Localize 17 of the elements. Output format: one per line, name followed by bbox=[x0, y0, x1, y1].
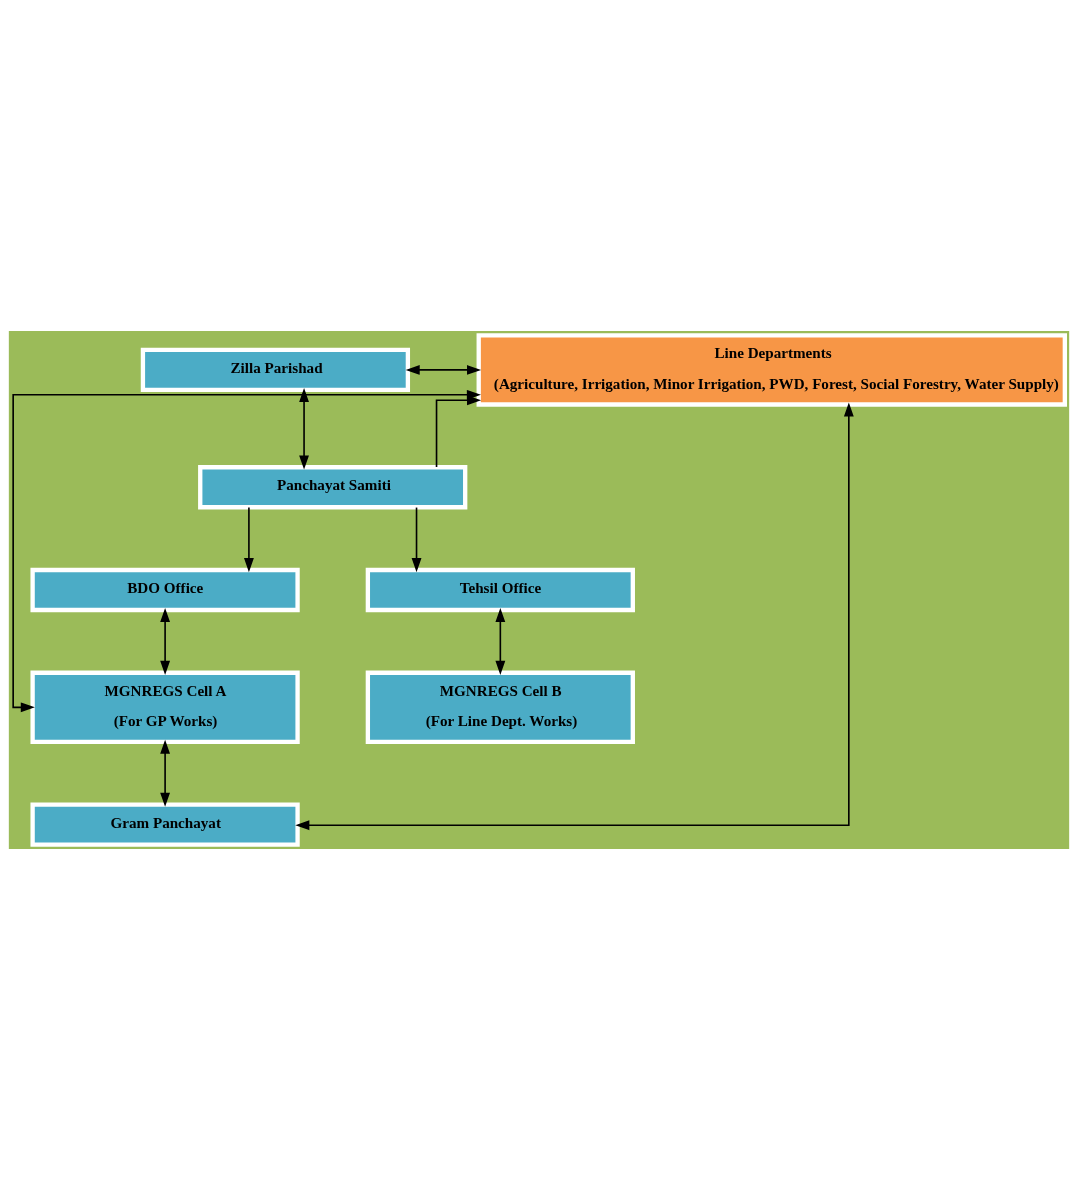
node-box: Tehsil Office bbox=[365, 567, 635, 612]
node-box: Panchayat Samiti bbox=[198, 464, 468, 509]
arrow bbox=[411, 506, 422, 572]
arrow bbox=[295, 401, 854, 830]
node-box: BDO Office bbox=[30, 567, 300, 612]
arrow bbox=[405, 364, 482, 375]
arrow bbox=[243, 506, 254, 572]
arrow bbox=[160, 739, 171, 807]
node-box: Zilla Parishad bbox=[140, 347, 411, 392]
arrow bbox=[299, 387, 309, 469]
node-box: MGNREGS Cell B (For Line Dept. Works) bbox=[365, 670, 635, 744]
node-box: MGNREGS Cell A (For GP Works) bbox=[30, 670, 300, 744]
arrow bbox=[495, 607, 506, 675]
arrow bbox=[160, 607, 171, 675]
node-box: Gram Panchayat bbox=[30, 802, 300, 847]
node-box: Line Departments (Agriculture, Irrigation, Minor Irrigation, PWD, Forest, Social Forestry, Water Supply) bbox=[476, 332, 1067, 407]
arrow bbox=[435, 394, 482, 468]
